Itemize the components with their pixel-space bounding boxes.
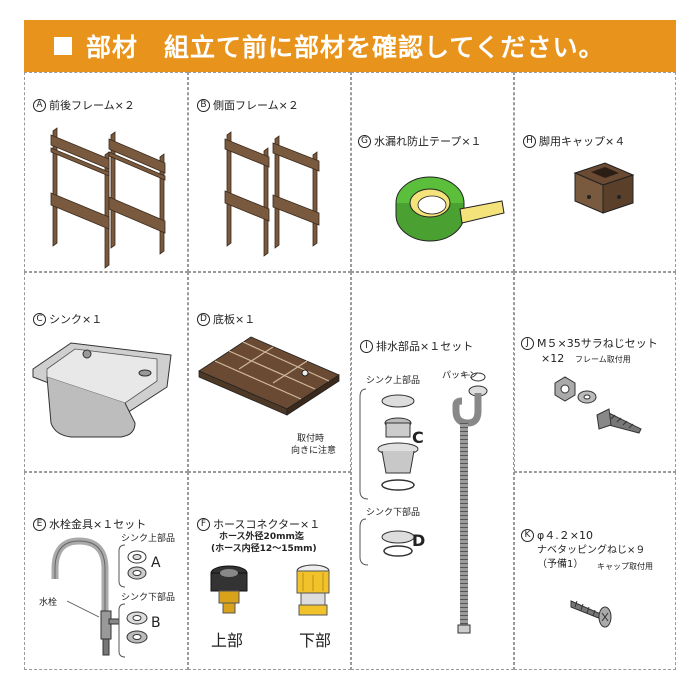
part-label-h: 脚用キャップ×４ — [539, 135, 626, 148]
part-label-i: 排水部品×１セット — [376, 340, 474, 353]
part-sub-j: ×12 — [541, 352, 565, 365]
part-letter-k: K — [521, 528, 534, 542]
part-letter-f: F — [197, 517, 210, 531]
part-cell-g: G 水漏れ防止テープ×１ — [351, 72, 514, 272]
part-letter-i: I — [360, 339, 373, 353]
front-back-frame-illustration — [50, 127, 166, 269]
bottom-board-note-1: 取付時 — [297, 434, 325, 444]
parts-grid: A 前後フレーム×２ B 側面フレーム×２ — [24, 72, 676, 670]
page-header: 部材 組立て前に部材を確認してください。 — [24, 20, 676, 72]
drain-packing-label: パッキン — [442, 371, 478, 381]
tapping-screw-illustration — [570, 600, 612, 628]
hose-connector-note-2: (ホース内径12～15mm) — [211, 544, 317, 554]
faucet-fittings-illustration — [51, 537, 148, 658]
part-label-c: シンク×１ — [49, 313, 103, 326]
header-square-icon — [54, 37, 72, 55]
faucet-sink-upper-label: シンク上部品 — [121, 534, 176, 544]
part-letter-a: A — [33, 98, 46, 112]
part-letter-h: H — [523, 134, 536, 148]
part-cell-i: I 排水部品×１セット シンク上部品 パッキン シンク下部品 C D — [351, 272, 514, 670]
leg-cap-illustration — [573, 162, 635, 214]
bottom-board-illustration — [198, 336, 340, 416]
drain-tag-c: C — [412, 428, 424, 447]
part-cell-b: B 側面フレーム×２ — [188, 72, 351, 272]
part-cell-a: A 前後フレーム×２ — [24, 72, 188, 272]
part-sub-note-j: フレーム取付用 — [575, 355, 631, 364]
part-letter-e: E — [33, 517, 46, 531]
side-frame-illustration — [224, 131, 320, 257]
faucet-tag-a: A — [151, 555, 161, 571]
part-label-f: ホースコネクター×１ — [213, 518, 321, 531]
hose-connector-lower-label: 下部 — [299, 631, 332, 650]
part-sub1-k: ナベタッピングねじ×９ — [537, 545, 646, 556]
part-cell-k: K φ４.２×10 ナベタッピングねじ×９ （予備1） キャップ取付用 — [514, 472, 676, 670]
hose-connector-upper-label: 上部 — [211, 631, 244, 650]
part-label-a: 前後フレーム×２ — [49, 99, 135, 112]
faucet-label: 水栓 — [39, 598, 58, 608]
waterproof-tape-illustration — [395, 176, 505, 242]
part-letter-b: B — [197, 98, 210, 112]
part-label-j: M５×35サラねじセット — [537, 337, 658, 350]
part-label-b: 側面フレーム×２ — [213, 99, 299, 112]
hose-connector-illustration — [210, 564, 330, 616]
faucet-tag-b: B — [151, 615, 161, 631]
part-sub2-k: （予備1） — [537, 559, 584, 570]
drain-parts-illustration — [359, 372, 488, 634]
part-label-k: φ４.２×10 — [537, 529, 593, 542]
drain-sink-upper-label: シンク上部品 — [366, 376, 421, 386]
hose-connector-note-1: ホース外径20mm迄 — [219, 532, 304, 542]
part-label-e: 水栓金具×１セット — [49, 518, 147, 531]
drain-tag-d: D — [412, 531, 426, 550]
part-sub-note-k: キャップ取付用 — [597, 562, 653, 571]
part-letter-j: J — [521, 336, 534, 350]
part-cell-j: J M５×35サラねじセット ×12 フレーム取付用 — [514, 272, 676, 472]
part-letter-d: D — [197, 312, 210, 326]
page-title: 部材 組立て前に部材を確認してください。 — [86, 33, 605, 62]
faucet-sink-lower-label: シンク下部品 — [121, 593, 176, 603]
part-cell-h: H 脚用キャップ×４ — [514, 72, 676, 272]
part-label-d: 底板×１ — [213, 313, 256, 326]
part-cell-f: F ホースコネクター×１ ホース外径20mm迄 (ホース内径12～15mm) 上… — [188, 472, 351, 670]
bottom-board-note-2: 向きに注意 — [291, 446, 337, 456]
part-cell-d: D 底板×１ 取付時 向きに注意 — [188, 272, 351, 472]
part-label-g: 水漏れ防止テープ×１ — [374, 135, 482, 148]
drain-sink-lower-label: シンク下部品 — [366, 508, 421, 518]
part-cell-e: E 水栓金具×１セット シンク上部品 シンク下部品 水栓 A B — [24, 472, 188, 670]
part-letter-c: C — [33, 312, 46, 326]
flat-screw-set-illustration — [554, 376, 642, 434]
part-cell-c: C シンク×１ — [24, 272, 188, 472]
sink-illustration — [32, 342, 172, 438]
part-letter-g: G — [358, 134, 371, 148]
